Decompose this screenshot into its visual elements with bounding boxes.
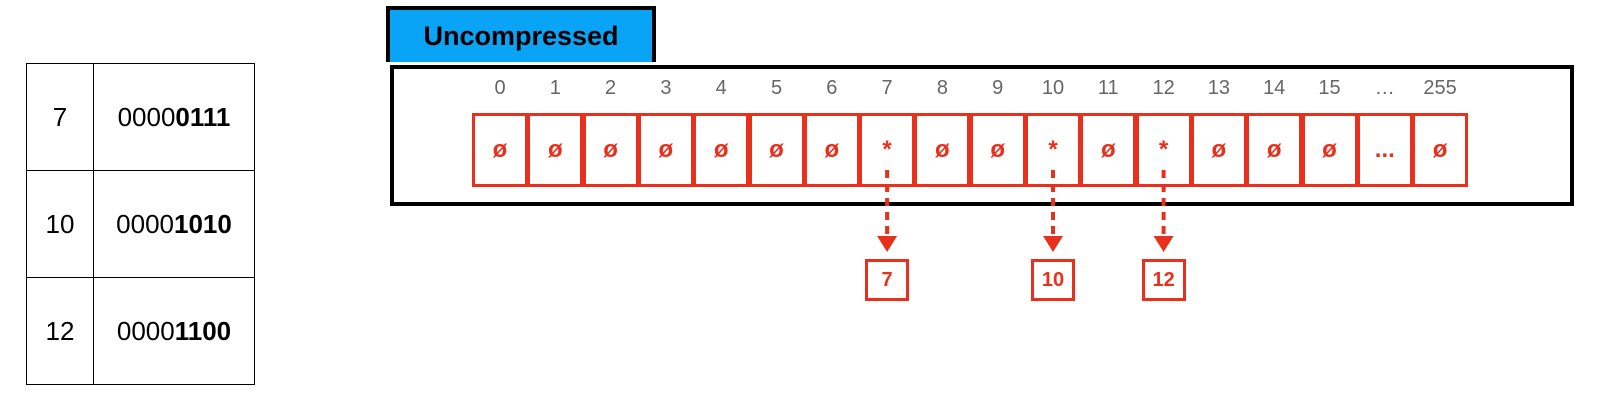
- arrow-head-icon: [1153, 236, 1174, 252]
- bits-cell: 00000111: [93, 63, 255, 171]
- index-label: 9: [992, 77, 1004, 99]
- index-label: 2: [605, 77, 617, 99]
- index-label: 12: [1152, 77, 1175, 99]
- index-label: 255: [1423, 77, 1457, 99]
- table-row: 12 00001100: [26, 277, 255, 385]
- index-label: 8: [936, 77, 948, 99]
- node-type-label: Uncompressed: [386, 6, 656, 62]
- index-label: …: [1374, 77, 1395, 99]
- key-cell: 10: [26, 170, 94, 278]
- slot-cell: ø: [803, 113, 860, 187]
- index-label: 3: [660, 77, 672, 99]
- key-bits-table: 7 00000111 10 00001010 12 00001100: [26, 63, 255, 385]
- index-label: 15: [1318, 77, 1341, 99]
- child-node-box: 12: [1141, 259, 1186, 301]
- bits-cell: 00001100: [93, 277, 255, 385]
- child-node-box: 10: [1031, 259, 1075, 301]
- slot-cell: ø: [637, 113, 694, 187]
- slot-cell: ø: [1412, 113, 1469, 187]
- arrow-head-icon: [877, 236, 898, 252]
- child-node-box: 7: [865, 259, 910, 301]
- slot-cell: ø: [1246, 113, 1303, 187]
- index-label: 10: [1041, 77, 1065, 99]
- index-label: 6: [826, 77, 838, 99]
- index-label: 4: [715, 77, 727, 99]
- slot-cell: ø: [582, 113, 639, 187]
- slot-cell: ø: [472, 113, 528, 187]
- slot-cell: ø: [914, 113, 971, 187]
- slot-cell: ø: [1190, 113, 1247, 187]
- index-label: 1: [549, 77, 561, 99]
- slot-cell: ø: [1301, 113, 1358, 187]
- slot-cell: ø: [693, 113, 750, 187]
- slot-cell: ...: [1356, 113, 1413, 187]
- arrow-head-icon: [1043, 236, 1063, 252]
- index-label: 0: [494, 77, 506, 99]
- index-label: 14: [1263, 77, 1286, 99]
- node-frame: [390, 65, 1574, 206]
- index-label: 11: [1097, 77, 1119, 99]
- slot-cell: ø: [748, 113, 805, 187]
- index-label: 5: [770, 77, 783, 99]
- slot-cell: ø: [527, 113, 584, 187]
- key-cell: 7: [26, 63, 94, 171]
- index-label: 7: [881, 77, 893, 99]
- table-row: 7 00000111: [26, 63, 255, 171]
- slot-cell: ø: [1080, 113, 1137, 187]
- slot-cell: ø: [969, 113, 1026, 187]
- key-cell: 12: [26, 277, 94, 385]
- index-label: 13: [1207, 77, 1231, 99]
